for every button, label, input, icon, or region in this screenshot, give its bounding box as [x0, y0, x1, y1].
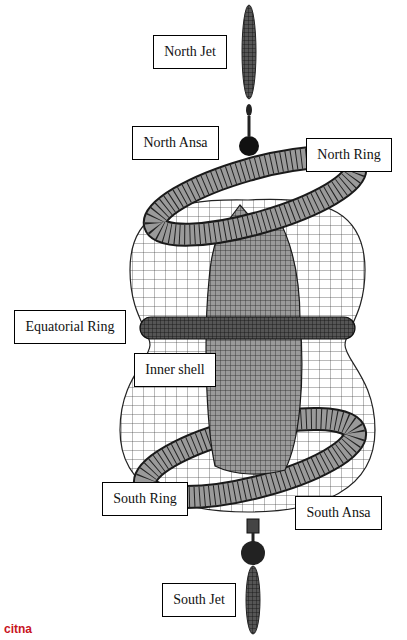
label-text: South Ring	[113, 491, 176, 508]
ring-label: North Ring	[306, 138, 392, 172]
north-ansa	[239, 136, 259, 156]
label-text: North Ring	[317, 147, 380, 164]
ring-label: Equatorial Ring	[14, 310, 126, 344]
label-text: Inner shell	[145, 362, 204, 379]
ansa-label: North Ansa	[132, 126, 219, 160]
jet-label: North Jet	[153, 35, 227, 69]
south-link	[252, 533, 255, 542]
watermark: citna	[4, 622, 32, 636]
north-link	[248, 116, 251, 136]
south-jet	[246, 566, 260, 634]
shell-label: Inner shell	[134, 353, 216, 387]
north-knot	[246, 104, 252, 116]
south-knot	[247, 519, 259, 533]
ansa-label: South Ansa	[295, 496, 382, 530]
ring-label: South Ring	[102, 482, 188, 516]
label-text: North Jet	[164, 44, 216, 61]
jet-label: South Jet	[162, 583, 236, 617]
label-text: South Jet	[173, 592, 225, 609]
north-jet	[242, 5, 256, 99]
equatorial-ring	[140, 317, 355, 339]
label-text: South Ansa	[306, 505, 370, 522]
label-text: Equatorial Ring	[25, 319, 114, 336]
label-text: North Ansa	[143, 135, 207, 152]
south-ansa	[241, 541, 265, 565]
